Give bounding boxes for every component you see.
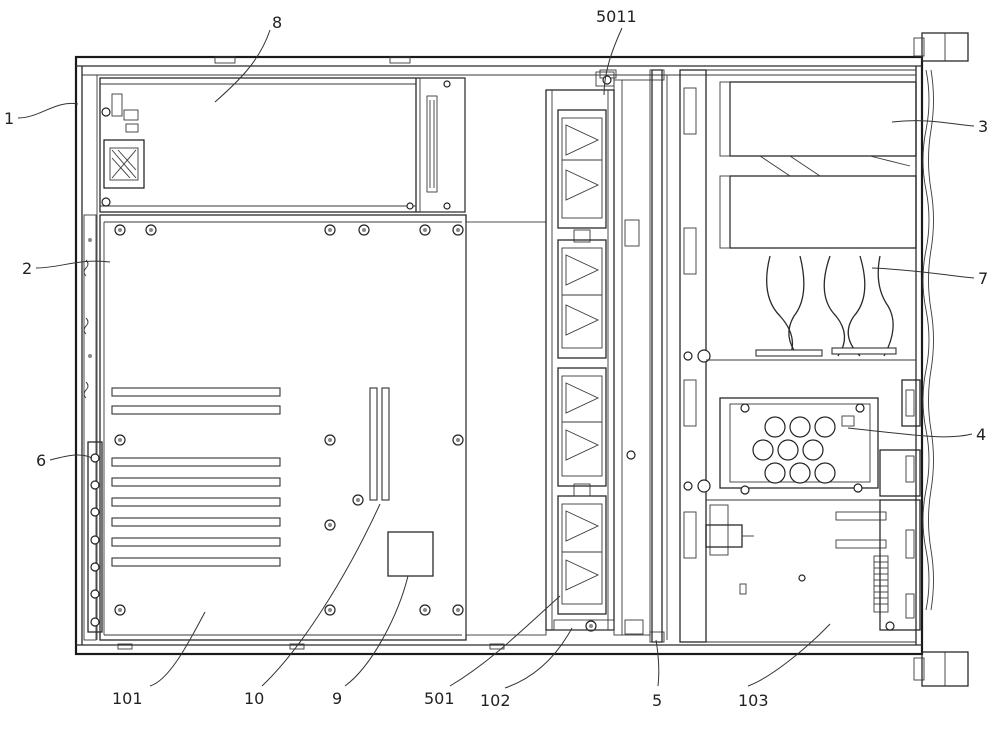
- power-supply-module: [99, 77, 466, 213]
- callout-1: 1: [4, 109, 14, 128]
- callout-101: 101: [112, 689, 143, 708]
- callout-8: 8: [272, 13, 282, 32]
- drive-bay: [679, 69, 916, 643]
- fan-unit-1: [557, 109, 607, 229]
- leader-lines: [17, 27, 975, 689]
- rack-ear-top: [913, 32, 969, 62]
- callout-102: 102: [480, 691, 511, 710]
- callout-labels: 1 2 8 5011 3 7 4 6 101 10 9 501 102 5 10…: [4, 7, 988, 710]
- fan-unit-2: [557, 229, 607, 359]
- drive-cables: [755, 255, 897, 357]
- motherboard: [99, 214, 467, 641]
- callout-10: 10: [244, 689, 264, 708]
- front-board-connectors: [835, 379, 921, 631]
- chip: [387, 531, 434, 577]
- fan-unit-3: [557, 367, 607, 487]
- callout-9: 9: [332, 689, 342, 708]
- memory-slots-lower: [111, 457, 281, 567]
- memory-slots-upper: [111, 387, 281, 415]
- fan-module: [545, 71, 615, 632]
- callout-5011: 5011: [596, 7, 637, 26]
- vertical-connector: [369, 387, 390, 501]
- chassis-outline: [74, 55, 924, 656]
- rack-ear-bottom: [913, 651, 969, 687]
- drive-cage: [719, 397, 879, 495]
- callout-3: 3: [978, 117, 988, 136]
- hard-drives: [719, 81, 917, 249]
- fan-unit-4: [557, 483, 607, 615]
- io-port-group: [87, 441, 103, 633]
- callout-4: 4: [976, 425, 986, 444]
- callout-501: 501: [424, 689, 455, 708]
- psu-label-strip: [429, 100, 435, 188]
- left-io-strip: [83, 214, 103, 641]
- front-panel-edge: [922, 69, 934, 611]
- callout-103: 103: [738, 691, 769, 710]
- motherboard-mounting-holes: [114, 224, 464, 616]
- callout-6: 6: [36, 451, 46, 470]
- divider-wall: [649, 69, 668, 643]
- callout-7: 7: [978, 269, 988, 288]
- callout-5: 5: [652, 691, 662, 710]
- comb-connector: [873, 555, 889, 613]
- callout-2: 2: [22, 259, 32, 278]
